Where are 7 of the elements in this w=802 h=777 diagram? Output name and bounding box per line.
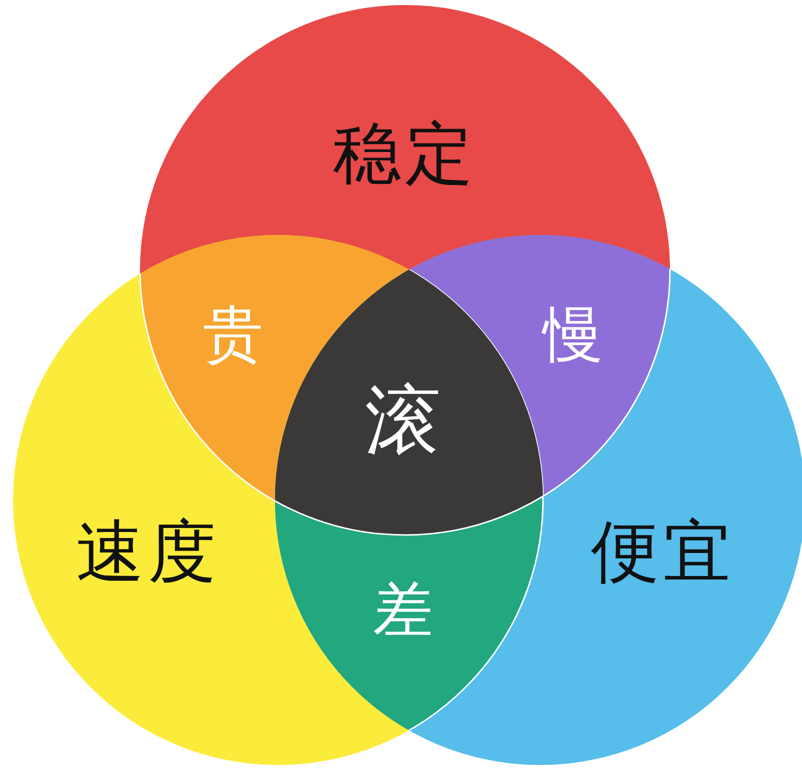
region-label: 贵 xyxy=(203,305,267,365)
region-label: 滚 xyxy=(365,382,445,458)
region-label: 差 xyxy=(373,580,437,640)
region-label: 速度 xyxy=(76,519,220,587)
region-label: 慢 xyxy=(543,305,607,365)
region-label: 便宜 xyxy=(591,519,735,587)
region-label: 稳定 xyxy=(333,121,477,189)
